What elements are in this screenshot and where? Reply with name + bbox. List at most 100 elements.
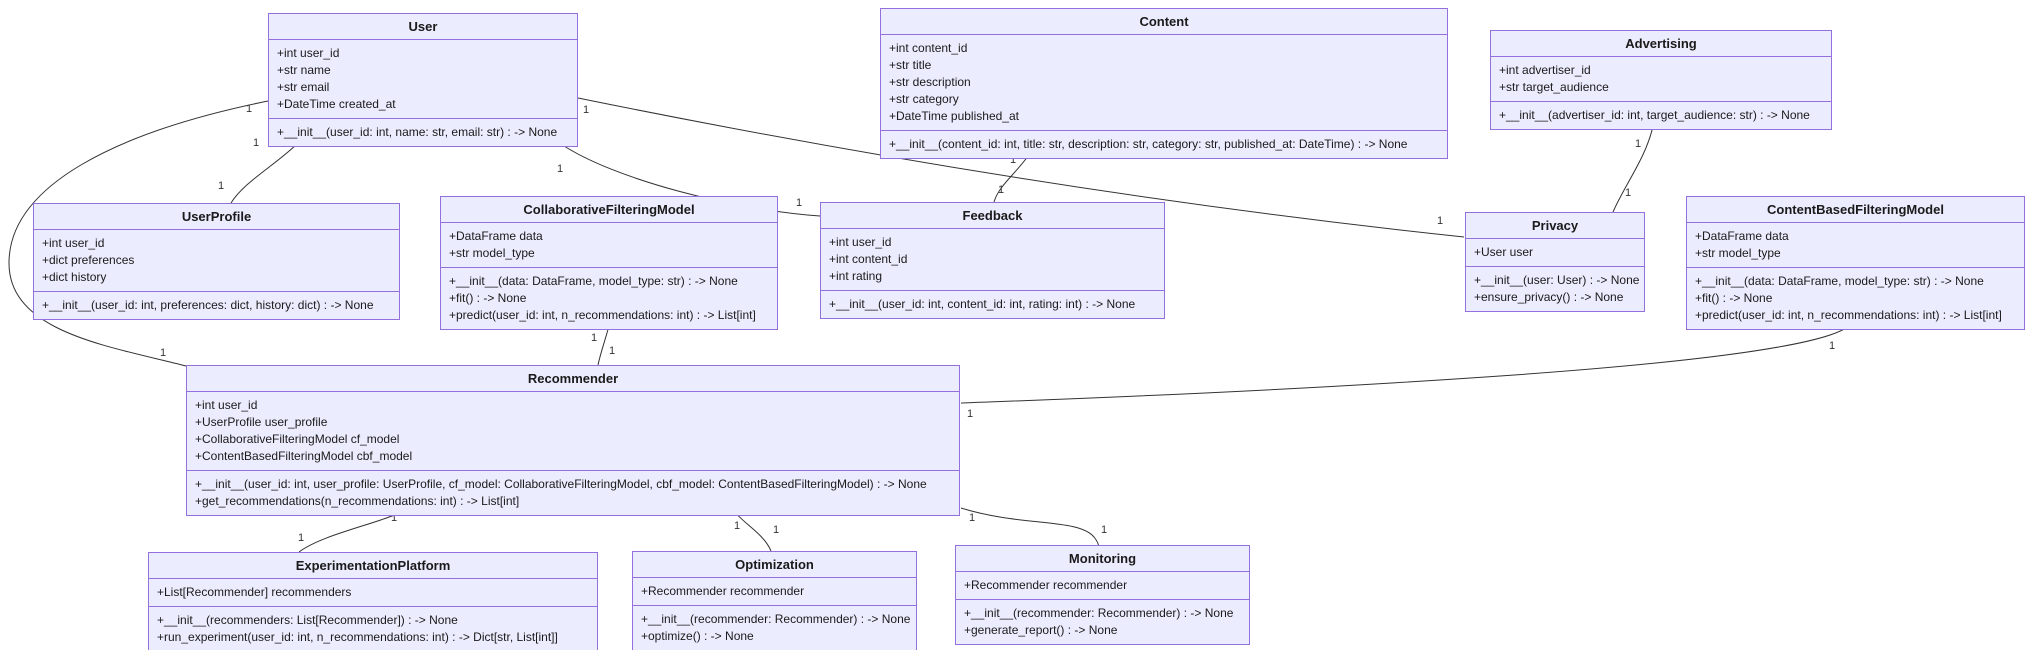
class-title: ExperimentationPlatform: [149, 553, 597, 579]
edge-user-feedback: [560, 143, 821, 217]
class-title: Privacy: [1466, 213, 1644, 239]
class-attributes: +int advertiser_id+str target_audience: [1491, 57, 1831, 102]
edge-recommender-experimentationplatform: [298, 509, 407, 553]
multiplicity-label: 1: [1829, 340, 1835, 352]
class-attributes: +DataFrame data +str model_type: [441, 223, 777, 268]
multiplicity-label: 1: [218, 180, 224, 192]
class-attributes: +int content_id +str title +str descriptio…: [881, 35, 1447, 131]
method-row: +__init__(content_id: int, title: str, d…: [889, 137, 1408, 151]
class-methods: +__init__(user: User) : -> None+ensure_p…: [1466, 267, 1644, 311]
attribute-row: +UserProfile user_profile: [195, 415, 328, 429]
method-row: +get_recommendations(n_recommendations: …: [195, 494, 520, 508]
class-attributes: +Recommender recommender: [633, 578, 916, 606]
attribute-row: +Recommender recommender: [641, 584, 805, 598]
method-row: +__init__(recommender: Recommender) : ->…: [641, 612, 911, 626]
class-box-content: Content+int content_id+str title+str des…: [880, 8, 1448, 159]
edge-advertising-privacy: [1612, 125, 1654, 213]
attribute-row: +int user_id: [829, 235, 892, 249]
class-methods: +__init__(recommenders: List[Recommender…: [149, 607, 597, 650]
attribute-row: +str model_type: [1695, 246, 1781, 260]
multiplicity-label: 1: [298, 532, 304, 544]
class-box-collaborativefilteringmodel: CollaborativeFilteringModel+DataFrame da…: [440, 196, 778, 330]
method-row: +__init__(user_id: int, user_profile: Us…: [195, 477, 927, 491]
class-box-experimentationplatform: ExperimentationPlatform +List[Recommender…: [148, 552, 598, 650]
multiplicity-label: 1: [557, 163, 563, 175]
attribute-row: +List[Recommender] recommenders: [157, 585, 352, 599]
attribute-row: +str description: [889, 75, 971, 89]
method-row: +__init__(data: DataFrame, model_type: s…: [449, 274, 738, 288]
class-title: Recommender: [187, 366, 959, 392]
multiplicity-label: 1: [583, 104, 589, 116]
method-row: +__init__(recommenders: List[Recommender…: [157, 613, 458, 627]
multiplicity-label: 1: [160, 347, 166, 359]
attribute-row: +int user_id: [195, 398, 258, 412]
class-title: Advertising: [1491, 31, 1831, 57]
attribute-row: +User user: [1474, 245, 1534, 259]
class-title: Monitoring: [956, 546, 1249, 572]
class-box-feedback: Feedback+int user_id+int content_id+int …: [820, 202, 1165, 319]
multiplicity-label: 1: [773, 524, 779, 536]
class-box-advertising: Advertising+int advertiser_id+str target…: [1490, 30, 1832, 130]
multiplicity-label: 1: [1101, 524, 1107, 536]
attribute-row: +int content_id: [889, 41, 968, 55]
class-methods: +__init__(user_id: int, content_id: int,…: [821, 291, 1164, 318]
class-box-contentbasedfilteringmodel: ContentBasedFilteringModel+DataFrame dat…: [1686, 196, 2025, 330]
method-row: +ensure_privacy() : -> None: [1474, 290, 1624, 304]
method-row: +__init__(data: DataFrame, model_type: s…: [1695, 274, 1984, 288]
attribute-row: +int user_id: [277, 46, 340, 60]
class-box-userprofile: UserProfile+int user_id+dict preferences…: [33, 203, 400, 320]
class-title: User: [269, 14, 577, 40]
class-methods: +__init__(user_id: int, preferences: dic…: [34, 292, 399, 319]
class-box-recommender: Recommender +int user_id +UserProfile user…: [186, 365, 960, 516]
method-row: +fit() : -> None: [1695, 291, 1773, 305]
class-box-monitoring: Monitoring +Recommender recommender +__ini…: [955, 545, 1250, 645]
class-attributes: +Recommender recommender: [956, 572, 1249, 600]
class-box-user: User+int user_id+str name+str email+Date…: [268, 13, 578, 147]
method-row: +run_experiment(user_id: int, n_recommen…: [157, 630, 558, 644]
attribute-row: +dict history: [42, 270, 107, 284]
method-row: +optimize() : -> None: [641, 629, 754, 643]
attribute-row: +DateTime created_at: [277, 97, 396, 111]
method-row: +__init__(user_id: int, preferences: dic…: [42, 298, 374, 312]
multiplicity-label: 1: [969, 512, 975, 524]
multiplicity-label: 1: [967, 408, 973, 420]
attribute-row: +CollaborativeFilteringModel cf_model: [195, 432, 400, 446]
class-attributes: +int user_id+int content_id+int rating: [821, 229, 1164, 291]
multiplicity-label: 1: [1437, 215, 1443, 227]
method-row: +predict(user_id: int, n_recommendations…: [449, 308, 756, 322]
method-row: +fit() : -> None: [449, 291, 527, 305]
attribute-row: +str model_type: [449, 246, 535, 260]
class-methods: +__init__(data: DataFrame, model_type: s…: [441, 268, 777, 329]
multiplicity-label: 1: [591, 332, 597, 344]
attribute-row: +str title: [889, 58, 932, 72]
attribute-row: +Recommender recommender: [964, 578, 1128, 592]
attribute-row: +int user_id: [42, 236, 105, 250]
multiplicity-label: 1: [796, 197, 802, 209]
multiplicity-label: 1: [998, 184, 1004, 196]
multiplicity-label: 1: [734, 520, 740, 532]
attribute-row: +int advertiser_id: [1499, 63, 1591, 77]
attribute-row: +DateTime published_at: [889, 109, 1019, 123]
class-attributes: +int user_id +UserProfile user_profile +Co…: [187, 392, 959, 471]
attribute-row: +int rating: [829, 269, 883, 283]
class-box-privacy: Privacy +User user +__init__(user: User) :…: [1465, 212, 1645, 312]
class-title: CollaborativeFilteringModel: [441, 197, 777, 223]
multiplicity-label: 1: [1010, 154, 1016, 166]
multiplicity-label: 1: [609, 345, 615, 357]
attribute-row: +DataFrame data: [449, 229, 543, 243]
attribute-row: +ContentBasedFilteringModel cbf_model: [195, 449, 413, 463]
class-methods: +__init__(recommender: Recommender) : ->…: [956, 600, 1249, 644]
multiplicity-label: 1: [1625, 187, 1631, 199]
method-row: +__init__(user_id: int, name: str, email…: [277, 125, 558, 139]
edge-user-privacy: [577, 97, 1465, 238]
attribute-row: +str name: [277, 63, 331, 77]
edge-contentbasedfilteringmodel-recommender: [960, 321, 1853, 404]
method-row: +__init__(user_id: int, content_id: int,…: [829, 297, 1136, 311]
attribute-row: +str category: [889, 92, 959, 106]
class-attributes: +List[Recommender] recommenders: [149, 579, 597, 607]
multiplicity-label: 1: [246, 103, 252, 115]
class-attributes: +DataFrame data +str model_type: [1687, 223, 2024, 268]
class-methods: +__init__(user_id: int, user_profile: Us…: [187, 471, 959, 515]
attribute-row: +DataFrame data: [1695, 229, 1789, 243]
